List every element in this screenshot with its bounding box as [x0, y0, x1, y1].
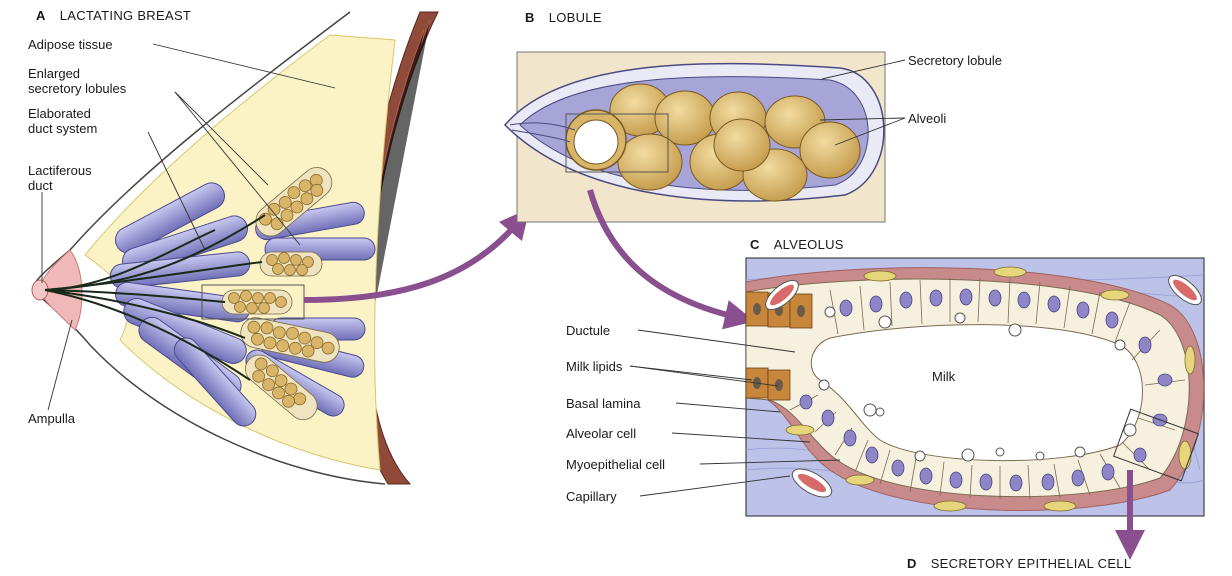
label-lactiferous-1: Lactiferous [28, 163, 92, 178]
label-alveoli: Alveoli [908, 111, 946, 126]
label-enlarged-1: Enlarged [28, 66, 80, 81]
label-lactiferous-2: duct [28, 178, 53, 193]
label-elaborated-1: Elaborated [28, 106, 91, 121]
label-ampulla: Ampulla [28, 411, 75, 426]
label-milk: Milk [932, 369, 955, 384]
label-elaborated-2: duct system [28, 121, 97, 136]
label-adipose-tissue: Adipose tissue [28, 37, 113, 52]
label-ductule: Ductule [566, 323, 610, 338]
label-secretory-lobule: Secretory lobule [908, 53, 1002, 68]
alveolus-panel [746, 258, 1206, 516]
label-basal-lamina: Basal lamina [566, 396, 640, 411]
label-milk-lipids: Milk lipids [566, 359, 622, 374]
label-alveolar-cell: Alveolar cell [566, 426, 636, 441]
label-capillary: Capillary [566, 489, 617, 504]
label-myoepithelial-cell: Myoepithelial cell [566, 457, 665, 472]
label-enlarged-2: secretory lobules [28, 81, 126, 96]
